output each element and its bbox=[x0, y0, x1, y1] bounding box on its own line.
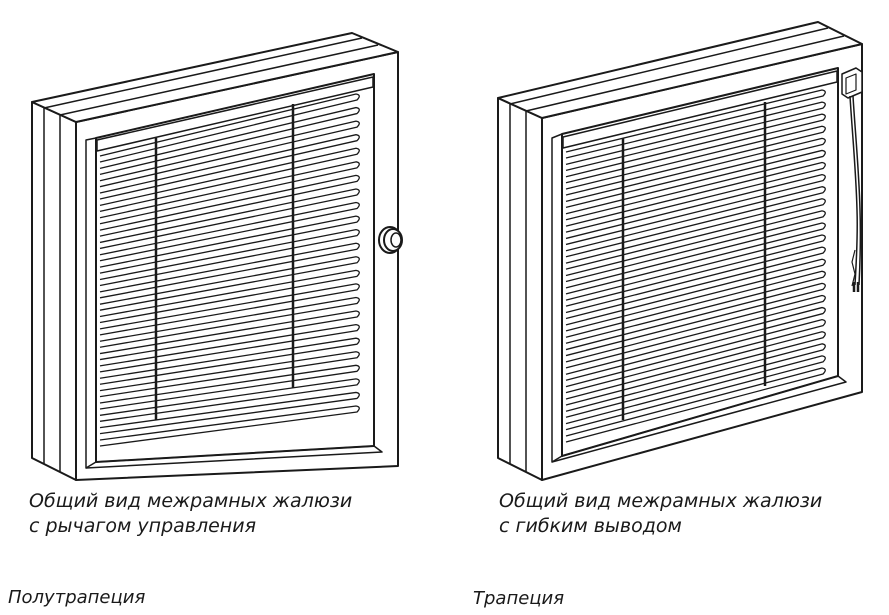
slat bbox=[565, 101, 826, 171]
slat bbox=[565, 113, 826, 184]
slat bbox=[565, 319, 826, 394]
slat bbox=[99, 229, 360, 287]
slat bbox=[99, 120, 360, 188]
slat bbox=[565, 125, 826, 196]
slat bbox=[565, 234, 826, 307]
slat bbox=[565, 343, 826, 418]
slat bbox=[565, 198, 826, 270]
caption-line-2: с гибким выводом bbox=[499, 514, 682, 537]
slat bbox=[99, 310, 360, 361]
slat bbox=[99, 256, 360, 311]
head-rail bbox=[562, 70, 838, 149]
slat bbox=[99, 174, 360, 237]
slat bbox=[565, 173, 826, 246]
slat bbox=[565, 149, 826, 221]
slat bbox=[99, 242, 360, 299]
slat bbox=[565, 294, 826, 369]
slat bbox=[565, 210, 826, 283]
slat bbox=[99, 364, 360, 410]
type-label-half-trapezoid: Полутрапеция bbox=[8, 587, 146, 608]
slat bbox=[99, 283, 360, 336]
slat bbox=[99, 405, 360, 447]
slat bbox=[565, 137, 826, 209]
slat bbox=[565, 306, 826, 381]
slat bbox=[565, 186, 826, 258]
type-label-trapezoid: Трапеция bbox=[473, 588, 565, 609]
window-with-lever bbox=[31, 32, 403, 481]
slat bbox=[99, 323, 360, 373]
slat bbox=[99, 296, 360, 348]
slat bbox=[99, 351, 360, 398]
window-with-cord bbox=[497, 21, 863, 481]
head-rail bbox=[96, 76, 374, 152]
slat bbox=[565, 258, 826, 332]
frame-side bbox=[31, 101, 77, 481]
slat bbox=[99, 134, 360, 200]
slat bbox=[99, 215, 360, 274]
slat bbox=[565, 246, 826, 320]
slat bbox=[99, 201, 360, 262]
slats bbox=[99, 93, 360, 447]
slat bbox=[565, 222, 826, 295]
slat bbox=[565, 270, 826, 344]
slat bbox=[99, 269, 360, 324]
slat bbox=[99, 106, 360, 175]
slat bbox=[565, 355, 826, 431]
cord-outlet bbox=[841, 67, 863, 292]
slat bbox=[99, 147, 360, 213]
slat bbox=[99, 93, 360, 163]
caption-line-2: с рычагом управления bbox=[29, 514, 256, 537]
slat bbox=[99, 391, 360, 435]
slat bbox=[99, 161, 360, 225]
slat bbox=[565, 89, 826, 159]
slat bbox=[99, 188, 360, 250]
slat bbox=[565, 161, 826, 233]
slat bbox=[99, 378, 360, 422]
slat bbox=[99, 337, 360, 385]
caption-lever: Общий вид межрамных жалюзи с рычагом упр… bbox=[29, 489, 352, 538]
frame-side bbox=[497, 97, 543, 481]
caption-cord: Общий вид межрамных жалюзи с гибким выво… bbox=[499, 489, 822, 538]
caption-line-1: Общий вид межрамных жалюзи bbox=[499, 490, 823, 512]
slat bbox=[565, 367, 826, 443]
slats bbox=[565, 89, 826, 443]
caption-line-1: Общий вид межрамных жалюзи bbox=[29, 490, 353, 512]
lever-knob bbox=[378, 226, 403, 254]
slat bbox=[565, 282, 826, 357]
slat bbox=[565, 331, 826, 406]
